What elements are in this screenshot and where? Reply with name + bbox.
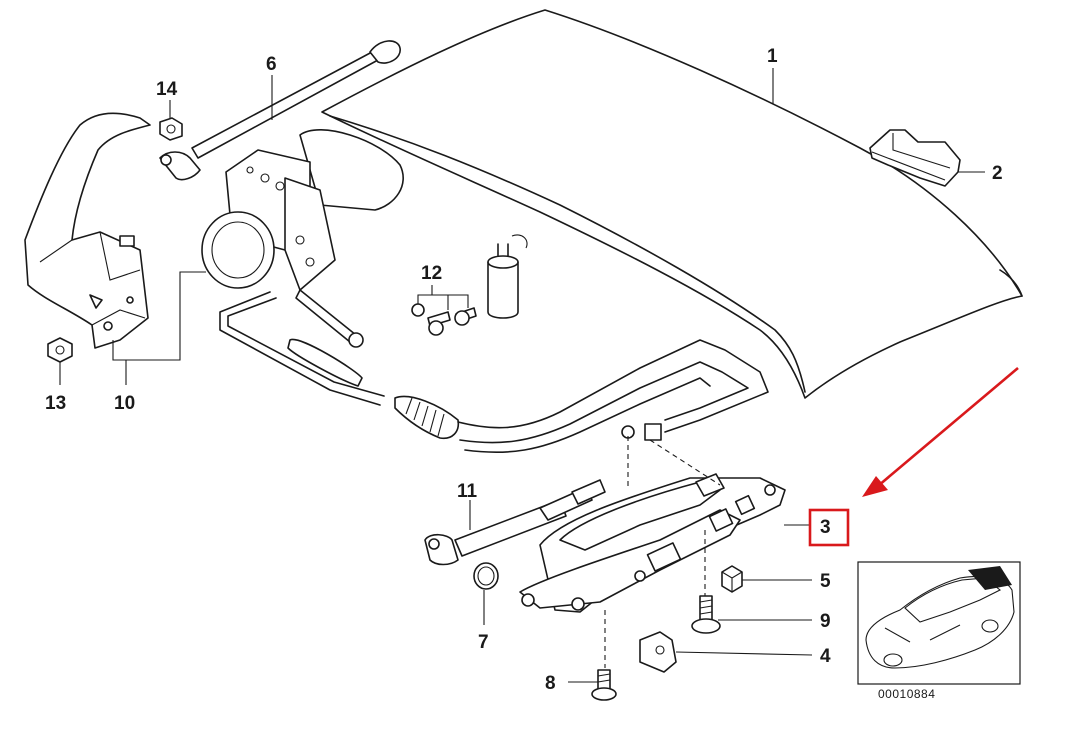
callout-10: 10 xyxy=(114,393,135,414)
hydraulic-cylinder-illustration xyxy=(424,479,606,566)
hinge-assembly-illustration xyxy=(519,473,786,613)
hydraulic-bracket-illustration xyxy=(24,112,151,349)
inset-image-id: 00010884 xyxy=(878,687,935,701)
callout-6: 6 xyxy=(266,54,277,75)
cap-illustration xyxy=(639,631,677,673)
highlight-arrowhead xyxy=(862,476,888,497)
hydraulic-lines-illustration xyxy=(219,291,769,454)
highlight-callout-3 xyxy=(808,367,1019,547)
callout-labels: 1 2 3 4 5 6 7 8 9 10 11 12 13 14 xyxy=(45,46,1003,694)
callout-3: 3 xyxy=(820,517,831,538)
callout-7: 7 xyxy=(478,632,489,653)
lock-ring-illustration xyxy=(473,562,499,590)
nut-lower-illustration xyxy=(47,337,73,363)
callout-8: 8 xyxy=(545,673,556,694)
callout-12: 12 xyxy=(421,263,442,284)
callout-9: 9 xyxy=(820,611,831,632)
highlight-arrow xyxy=(877,367,1019,487)
lock-trim-illustration xyxy=(869,129,961,187)
callout-13: 13 xyxy=(45,393,66,414)
trunk-lid-illustration xyxy=(321,9,1023,399)
callout-5: 5 xyxy=(820,571,831,592)
callout-4: 4 xyxy=(820,646,831,667)
callout-2: 2 xyxy=(992,163,1003,184)
callout-1: 1 xyxy=(767,46,778,67)
car-silhouette-icon xyxy=(865,566,1015,669)
leader-lines xyxy=(59,68,985,683)
callout-14: 14 xyxy=(156,79,178,100)
bolt-set-illustration xyxy=(411,234,528,336)
screw-lower-illustration xyxy=(591,669,617,701)
nut-upper-illustration xyxy=(159,117,183,141)
square-nut-illustration xyxy=(721,565,743,593)
screw-hinge-illustration xyxy=(691,595,721,634)
highlight-box xyxy=(808,508,850,547)
assembly-guide-lines xyxy=(604,436,721,668)
gas-strut-upper-illustration xyxy=(159,40,401,181)
callout-11: 11 xyxy=(457,481,478,502)
hydraulic-unit-illustration xyxy=(201,129,404,348)
car-inset: 00010884 xyxy=(857,561,1021,701)
